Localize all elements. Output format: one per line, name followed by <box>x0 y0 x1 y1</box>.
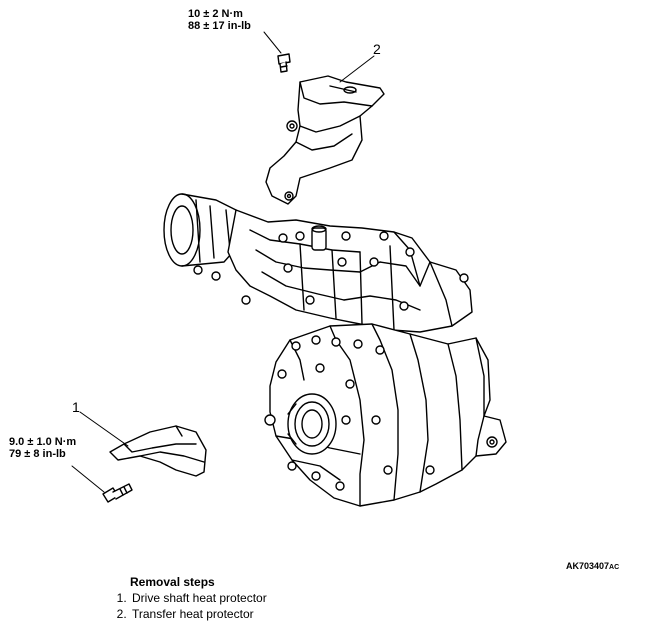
transfer-housing-upper <box>227 209 473 333</box>
removal-step-1: Drive shaft heat protector <box>130 590 267 606</box>
top-torque-imperial: 88 ± 17 in-lb <box>188 20 251 32</box>
drive-shaft-flange <box>163 193 241 267</box>
transfer-housing-lower <box>269 323 507 507</box>
transfer-heat-protector <box>265 75 385 205</box>
removal-steps: Removal steps Drive shaft heat protector… <box>114 574 267 622</box>
removal-steps-list: Drive shaft heat protector Transfer heat… <box>114 590 267 622</box>
removal-steps-heading: Removal steps <box>130 575 215 589</box>
drive-shaft-heat-protector <box>109 425 207 477</box>
transfer-case-diagram <box>71 31 507 507</box>
top-torque-label: 10 ± 2 N·m 88 ± 17 in-lb <box>188 8 251 32</box>
left-torque-label: 9.0 ± 1.0 N·m 79 ± 8 in-lb <box>9 436 76 460</box>
top-torque-metric: 10 ± 2 N·m <box>188 8 243 20</box>
left-torque-imperial: 79 ± 8 in-lb <box>9 448 66 460</box>
lower-left-bolt <box>102 483 133 503</box>
figure-code: AK703407AC <box>566 561 619 571</box>
removal-step-2: Transfer heat protector <box>130 606 267 622</box>
upper-bolt-heads <box>193 231 469 311</box>
top-bolt <box>277 53 291 73</box>
callout-2: 2 <box>373 41 381 57</box>
output-shaft-opening <box>287 393 337 455</box>
left-torque-metric: 9.0 ± 1.0 N·m <box>9 436 77 448</box>
callout-1: 1 <box>72 399 80 415</box>
lower-bolt-heads <box>264 335 435 491</box>
figure-code-main: AK703407 <box>566 561 610 571</box>
figure-code-suffix: AC <box>609 564 620 571</box>
